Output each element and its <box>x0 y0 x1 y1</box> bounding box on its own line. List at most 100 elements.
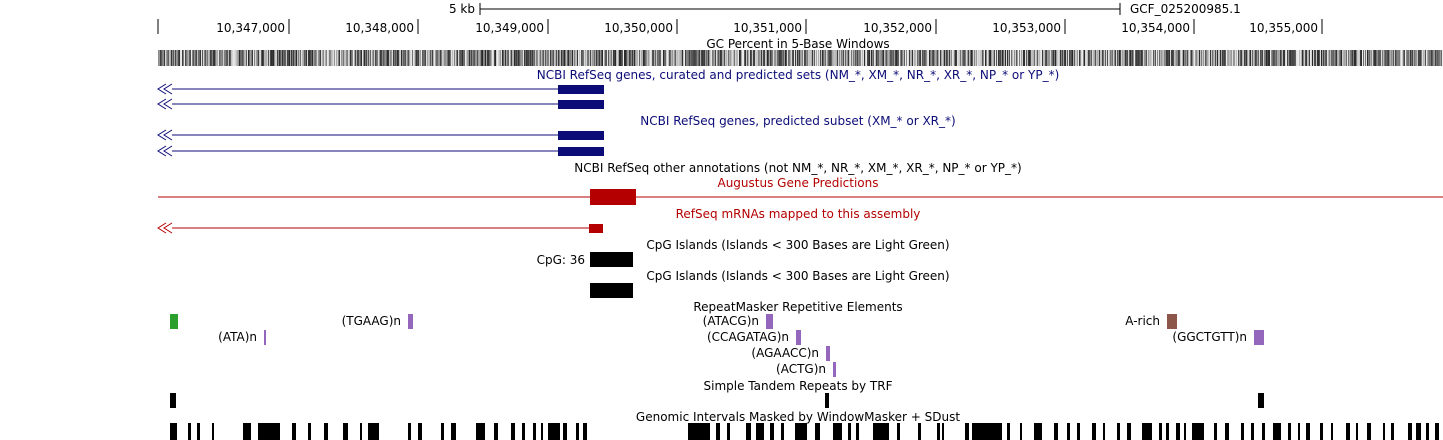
gc-window-bar <box>324 50 325 66</box>
gc-window-bar <box>1098 50 1099 66</box>
gc-window-bar <box>1321 50 1322 66</box>
tandem-repeat-2[interactable] <box>825 393 829 408</box>
gc-window-bar <box>1083 50 1084 66</box>
gc-window-bar <box>329 50 330 66</box>
gc-window-bar <box>523 50 524 66</box>
track-title-gc-percent[interactable]: GC Percent in 5-Base Windows <box>706 37 890 51</box>
gc-window-bar <box>589 50 590 66</box>
repeat-element-ccagatag[interactable] <box>796 330 801 345</box>
gc-window-bar <box>819 50 820 66</box>
gc-window-bar <box>888 50 889 66</box>
gc-window-bar <box>302 50 303 66</box>
gc-window-bar <box>1039 50 1040 66</box>
repeat-element-green[interactable] <box>170 314 178 329</box>
gc-window-bar <box>1044 50 1045 66</box>
gc-window-bar <box>1217 50 1218 66</box>
refseq-predicted-gene-2[interactable] <box>157 145 604 157</box>
gc-window-bar <box>1271 50 1272 66</box>
gc-window-bar <box>742 50 743 66</box>
gc-window-bar <box>613 50 614 66</box>
gc-window-bar <box>838 50 839 66</box>
gc-window-bar <box>1107 50 1108 66</box>
gc-window-bar <box>706 50 707 66</box>
track-title-windowmasker[interactable]: Genomic Intervals Masked by WindowMasker… <box>635 410 961 424</box>
repeat-element-ata[interactable] <box>264 330 266 345</box>
cpg-item-label[interactable]: CpG: 36 <box>536 253 585 267</box>
track-title-cpg-2[interactable]: CpG Islands (Islands < 300 Bases are Lig… <box>646 269 950 283</box>
gc-window-bar <box>906 50 907 66</box>
gc-window-bar <box>184 50 185 66</box>
cpg-island-1[interactable] <box>590 252 633 267</box>
gc-window-bar <box>223 50 224 66</box>
gc-window-bar <box>187 50 188 66</box>
masked-interval <box>243 423 251 440</box>
gc-window-bar <box>1147 50 1148 66</box>
gc-window-bar <box>1084 50 1085 66</box>
augustus-mrna-tracks[interactable] <box>0 0 1443 240</box>
cpg-island-2[interactable] <box>590 283 633 298</box>
gc-window-bar <box>843 50 844 66</box>
gc-window-bar <box>952 50 953 66</box>
refseq-gene-2[interactable] <box>157 98 604 110</box>
refseq-gene-1[interactable] <box>157 83 604 95</box>
repeat-element-arich[interactable] <box>1167 314 1177 329</box>
refseq-gene-tracks[interactable] <box>0 0 1443 170</box>
gc-window-bar <box>683 50 684 66</box>
gc-window-bar <box>216 50 217 66</box>
repeat-element-ggctgtt[interactable] <box>1254 330 1264 345</box>
track-title-refseq-all[interactable]: NCBI RefSeq genes, curated and predicted… <box>536 68 1060 82</box>
gc-window-bar <box>361 50 362 66</box>
track-title-refseq-other[interactable]: NCBI RefSeq other annotations (not NM_*,… <box>574 161 1022 175</box>
track-title-trf[interactable]: Simple Tandem Repeats by TRF <box>703 379 893 393</box>
gc-window-bar <box>290 50 291 66</box>
tandem-repeat-1[interactable] <box>170 393 176 408</box>
gc-window-bar <box>1370 50 1371 66</box>
gc-window-bar <box>445 50 446 66</box>
gc-window-bar <box>413 50 414 66</box>
gc-window-bar <box>231 50 232 66</box>
repeat-element-atacg[interactable] <box>766 314 773 329</box>
gc-window-bar <box>434 50 435 66</box>
gc-window-bar <box>1274 50 1275 66</box>
gc-percent-track[interactable] <box>0 0 1443 70</box>
gc-window-bar <box>1197 50 1198 66</box>
gc-window-bar <box>539 50 540 66</box>
refseq-mrna-alignment[interactable] <box>157 222 603 234</box>
refseq-predicted-gene-1[interactable] <box>157 129 604 141</box>
gc-window-bar <box>1265 50 1266 66</box>
gc-window-bar <box>895 50 896 66</box>
gc-window-bar <box>1421 50 1422 66</box>
gc-window-bar <box>692 50 693 66</box>
gc-window-bar <box>267 50 268 66</box>
repeat-element-agaacc[interactable] <box>826 346 830 361</box>
gc-window-bar <box>581 50 582 66</box>
gc-window-bar <box>1315 50 1316 66</box>
track-title-repeatmasker[interactable]: RepeatMasker Repetitive Elements <box>693 300 903 314</box>
gc-window-bar <box>180 50 181 66</box>
gc-window-bar <box>1009 50 1010 66</box>
gc-window-bar <box>1102 50 1103 66</box>
gc-window-bar <box>451 50 452 66</box>
gc-window-bar <box>494 50 495 66</box>
track-title-refseq-mrna[interactable]: RefSeq mRNAs mapped to this assembly <box>675 207 921 221</box>
gc-window-bar <box>621 50 622 66</box>
ruler-tick-label: 10,352,000 <box>863 21 932 35</box>
repeat-element-tgaag[interactable] <box>408 314 413 329</box>
gc-window-bar <box>1394 50 1395 66</box>
track-title-cpg-1[interactable]: CpG Islands (Islands < 300 Bases are Lig… <box>646 238 950 252</box>
gc-window-bar <box>615 50 616 66</box>
tandem-repeat-3[interactable] <box>1258 393 1264 408</box>
gc-window-bar <box>1112 50 1113 66</box>
gc-window-bar <box>379 50 380 66</box>
augustus-gene[interactable] <box>158 189 1443 205</box>
gc-window-bar <box>1052 50 1053 66</box>
gc-window-bar <box>485 50 486 66</box>
track-title-refseq-predicted[interactable]: NCBI RefSeq genes, predicted subset (XM_… <box>640 114 956 128</box>
track-title-augustus[interactable]: Augustus Gene Predictions <box>717 176 879 190</box>
repeat-element-actg[interactable] <box>833 362 836 377</box>
gc-window-bar <box>473 50 474 66</box>
gc-window-bar <box>908 50 909 66</box>
gc-window-bar <box>1222 50 1223 66</box>
